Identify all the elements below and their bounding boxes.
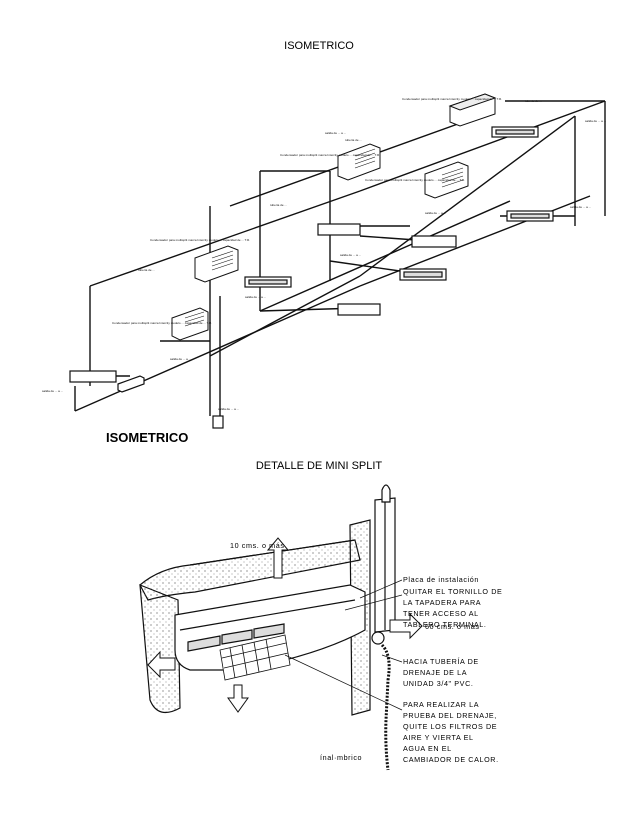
condenser-unit-1 [448,93,497,127]
drain-note-1: salida de ... a ... [585,119,606,123]
screw-label-line-1: QUITAR EL TORNILLO DE [403,587,502,596]
drain-label-line-3: UNIDAD 3/4" PVC. [403,679,473,688]
indoor-unit-9 [117,375,145,393]
pipe-note-3: tubería de ... [270,203,287,207]
isometric-drawing: Condensador para multisplit marca Interc… [42,93,606,445]
isometric-caption: ISOMETRICO [106,430,188,445]
arrow-down [227,684,249,713]
screw-label-line-4: TABLERO TERMINAL. [403,620,486,629]
test-label-line-1: PARA REALIZAR LA [403,700,479,709]
air-filter [219,634,291,681]
indoor-unit-8 [69,370,117,383]
indoor-unit-7 [337,303,381,316]
condenser-unit-3 [424,161,469,199]
drain-note-3: salida de ... a ... [325,131,346,135]
test-label-line-6: CAMBIADOR DE CALOR. [403,755,499,764]
pipe-note-2: tubería de ... [345,138,362,142]
condenser-note-3: Condensador para multisplit marca Interc… [365,178,465,182]
drain-note-7: salida de ... a ... [170,357,191,361]
indoor-unit-3 [317,223,361,236]
test-label-line-5: AGUA EN EL [403,744,452,753]
condenser-note-2: Condensador para multisplit marca Interc… [280,153,380,157]
pipe-riser [374,484,396,633]
page-heading-detail: DETALLE DE MINI SPLIT [255,460,383,472]
condenser-unit-5 [171,307,209,341]
test-label-line-3: QUITE LOS FILTROS DE [403,722,497,731]
condenser-unit-4 [194,245,239,283]
test-label-line-2: PRUEBA DEL DRENAJE, [403,711,497,720]
minisplit-detail-drawing: 10 cms. o más 60 cms. o más Placa de ins… [139,484,502,771]
drain-note-6: salida de ... a ... [245,295,266,299]
page-heading-isometric: ISOMETRICO [284,40,354,52]
condenser-note-1: Condensador para multisplit marca Interc… [402,97,502,101]
indoor-unit-4 [411,235,457,248]
drain-box [212,415,224,429]
clearance-side-label: 60 cms. o más [425,622,480,631]
drain-label-line-1: HACIA TUBERÍA DE [403,657,479,666]
arrow-left [147,650,176,679]
arrow-right [389,612,423,640]
screw-label-line-2: LA TAPADERA PARA [403,598,481,607]
pipe-note-4: tubería de ... [138,268,155,272]
drain-note-4: salida de ... a ... [425,211,446,215]
condenser-note-4: Condensador para multisplit marca Interc… [150,238,250,242]
screw-label-line-3: TENER ACCESO AL [403,609,479,618]
clearance-top-label: 10 cms. o más [230,541,285,550]
condenser-note-5: Condensador para multisplit marca Interc… [112,321,212,325]
drain-hose [380,643,391,771]
condenser-unit-2 [337,143,381,181]
pipe-note-1: tubería de ... [525,99,542,103]
plate-label: Placa de instalación [403,575,479,584]
drain-note-9: salida de ... a ... [218,407,239,411]
arrow-up [266,537,290,579]
drain-note-5: salida de ... a ... [340,253,361,257]
drain-note-2: salida de ... a ... [570,205,591,209]
cable-label: ínal·mbrico [320,753,362,762]
drain-note-8: salida de ... a ... [42,389,63,393]
indoor-unit [174,584,366,671]
test-label-line-4: AIRE Y VIERTA EL [403,733,474,742]
drain-label-line-2: DRENAJE DE LA [403,668,467,677]
